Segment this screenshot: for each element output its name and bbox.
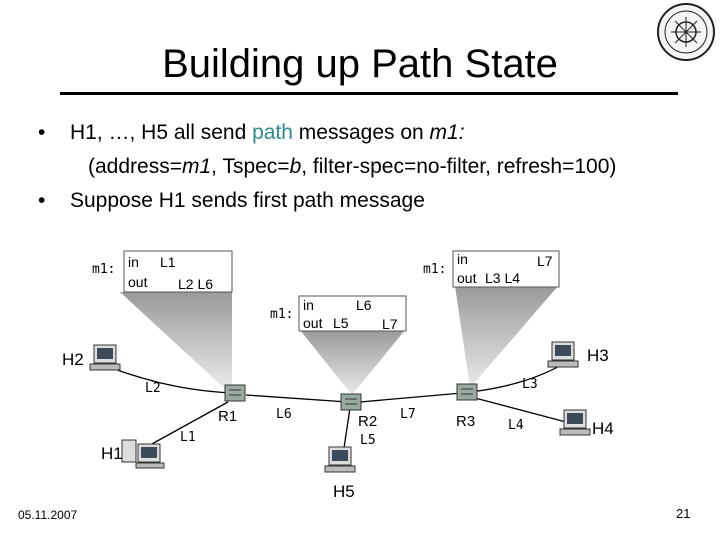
link-l2-label: L2: [145, 381, 161, 396]
sub-text-post: , filter-spec=no-filter, refresh=100): [301, 155, 617, 178]
r1-table-label: m1:: [92, 262, 116, 277]
r1-in-value: L1: [160, 254, 176, 270]
footer-date: 05.11.2007: [18, 508, 78, 522]
link-l1: [149, 401, 229, 446]
computer-workstation-icon: [324, 446, 356, 473]
r3-in-label: in: [457, 251, 468, 267]
router-icon: [340, 393, 362, 411]
r1-out-label: out: [128, 274, 148, 290]
bullet-1: H1, …, H5 all send path messages on m1:: [70, 121, 465, 145]
bullet-dot: •: [38, 121, 46, 144]
bullet-1-keyword: path: [252, 121, 293, 144]
router-icon: [224, 384, 246, 402]
r2-out-label: out: [303, 315, 323, 331]
sub-text-mid: , Tspec=: [211, 155, 290, 178]
r1-table-box: [123, 250, 233, 293]
r2-table-label: m1:: [270, 307, 294, 322]
computer-workstation-icon: [89, 344, 121, 371]
router-r2-label: R2: [358, 413, 378, 430]
r2-in-label: in: [303, 297, 314, 313]
r2-in-value: L6: [356, 297, 372, 313]
link-l7: [359, 392, 463, 403]
link-l1-label: L1: [180, 430, 196, 445]
r3-table-cone: [455, 286, 558, 388]
r3-out-value: L3 L4: [485, 270, 521, 286]
r1-in-label: in: [128, 254, 139, 270]
r2-out-value-2: L7: [382, 316, 398, 332]
link-l6-label: L6: [276, 407, 292, 422]
router-r1-label: R1: [218, 408, 238, 425]
sub-var-b: b: [289, 155, 302, 178]
computer-workstation-icon: [547, 341, 579, 368]
r2-out-value: L5: [333, 315, 349, 331]
sub-text: (address=: [88, 155, 182, 178]
title-underline: [60, 92, 678, 95]
r3-out-label: out: [457, 270, 477, 286]
host-h3-label: H3: [587, 346, 609, 365]
page-title: Building up Path State: [162, 42, 558, 86]
link-l2: [111, 367, 233, 394]
bullet-1-sub: (address=m1, Tspec=b, filter-spec=no-fil…: [88, 155, 616, 179]
bullet-1-variable: m1:: [429, 121, 465, 144]
host-h4-label: H4: [592, 419, 614, 438]
r3-table-label: m1:: [423, 262, 447, 277]
r1-table-cone: [120, 292, 232, 388]
link-l5-label: L5: [360, 433, 376, 448]
link-l3-label: L3: [522, 377, 538, 392]
link-l4-label: L4: [508, 418, 524, 433]
bullet-1-text: H1, …, H5 all send: [70, 121, 253, 144]
computer-workstation-icon: [559, 409, 591, 436]
host-h1-label: H1: [101, 444, 123, 463]
host-h2-label: H2: [62, 350, 84, 369]
sub-var-m1: m1: [181, 155, 212, 178]
router-r3-label: R3: [456, 413, 476, 430]
computer-workstation-icon: [121, 439, 165, 469]
r1-out-value: L2 L6: [178, 276, 214, 292]
institute-seal-logo: [657, 3, 715, 61]
router-icon: [456, 383, 478, 401]
r2-table-cone: [300, 330, 405, 395]
bullet-1-text-mid: messages on: [292, 121, 430, 144]
link-l7-label: L7: [400, 407, 416, 422]
page-number: 21: [676, 506, 691, 521]
link-l4: [474, 397, 567, 423]
r3-in-value: L7: [537, 253, 553, 269]
link-l6: [245, 394, 349, 403]
bullet-dot: •: [38, 189, 46, 212]
host-h5-label: H5: [333, 482, 355, 501]
r2-table-box: [298, 295, 407, 332]
link-l5: [343, 407, 351, 449]
bullet-2: Suppose H1 sends first path message: [70, 189, 425, 212]
r3-table-box: [452, 250, 560, 288]
